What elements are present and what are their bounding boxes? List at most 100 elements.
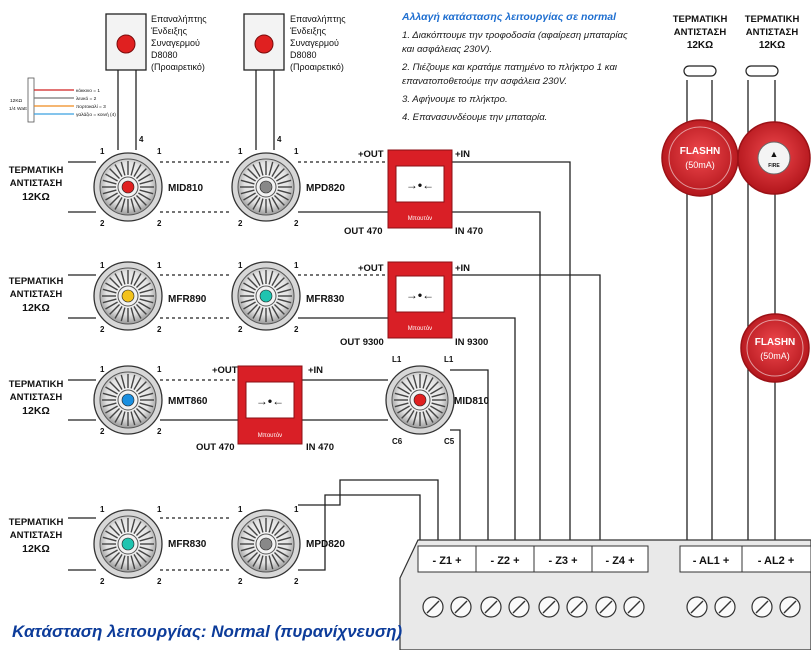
vent-slot — [130, 161, 136, 176]
vent-slot — [138, 530, 151, 539]
terminal-label: +IN — [455, 149, 470, 160]
vent-slot — [133, 164, 142, 177]
vent-slot — [139, 402, 154, 408]
vent-slot — [276, 301, 289, 310]
vent-slot — [258, 555, 264, 570]
vent-slot — [243, 530, 256, 539]
vent-slot — [139, 288, 154, 294]
call-point-2[interactable]: →•← Μπουτόν — [387, 261, 453, 339]
repeater-line: Συναγερμού — [151, 38, 200, 48]
legend-resistor-watt: 1/4 Watt — [9, 106, 27, 112]
arrows-icon: →•← — [406, 288, 434, 302]
vent-slot — [271, 164, 280, 177]
vent-slot — [109, 194, 121, 206]
call-point-1[interactable]: →•← Μπουτόν — [387, 149, 453, 229]
term-line: ΑΝΤΙΣΤΑΣΗ — [10, 178, 63, 189]
screw-slot — [599, 600, 613, 614]
vent-slot — [102, 402, 117, 408]
vent-slot — [130, 198, 136, 213]
terminal-al2: - AL2 + — [758, 555, 795, 567]
sounder-ring — [746, 319, 804, 377]
terminal-label: OUT 9300 — [340, 337, 384, 348]
vent-slot — [109, 525, 121, 537]
vent-slot — [240, 189, 255, 195]
terminal-screw — [422, 596, 444, 618]
vent-slot — [102, 288, 117, 294]
wiring-legend: 12KΩ 1/4 Watt κόκκινο = 1 λευκό = 2 πορτ… — [9, 77, 116, 123]
led-icon — [413, 393, 427, 407]
zone-label-strip — [417, 545, 649, 573]
terminal-z2: - Z2 + — [490, 555, 519, 567]
detector-label: MPD820 — [306, 539, 345, 550]
term-line: ΑΝΤΙΣΤΑΣΗ — [674, 27, 727, 38]
sounder-text: FLASHN — [680, 146, 721, 157]
alarm-label-strip — [679, 545, 811, 573]
repeater-line: D8080 — [151, 50, 178, 60]
detector-head — [385, 365, 455, 435]
vent-slot — [240, 288, 255, 294]
vent-slot — [102, 179, 117, 185]
wire — [452, 317, 516, 540]
detector-label: MFR830 — [168, 539, 207, 550]
call-point-window — [395, 165, 445, 203]
vent-slot — [406, 377, 415, 390]
term-line: ΑΝΤΙΣΤΑΣΗ — [10, 289, 63, 300]
repeater-line: Ένδειξης — [289, 26, 327, 36]
vent-slot — [135, 168, 147, 180]
terminal-screw — [538, 596, 560, 618]
term-value: 12KΩ — [759, 40, 785, 51]
pin-label: 2 — [157, 427, 162, 436]
pin-label: 1 — [294, 505, 299, 514]
pin-label: 2 — [238, 325, 243, 334]
screw-slot — [783, 600, 797, 614]
vent-slot — [277, 546, 292, 552]
detector-label: MMT860 — [168, 396, 208, 407]
vent-slot — [271, 197, 280, 210]
sounder-text: FLASHN — [755, 337, 796, 348]
term-value: 12KΩ — [22, 191, 50, 203]
vent-slot — [412, 374, 418, 389]
vent-slot — [114, 273, 123, 286]
vent-slot — [135, 303, 147, 315]
termination-label-al1: ΤΕΡΜΑΤΙΚΗ ΑΝΤΙΣΤΑΣΗ 12KΩ — [673, 14, 728, 51]
pin-label: 2 — [157, 577, 162, 586]
repeater-line: Ένδειξης — [150, 26, 188, 36]
terminal-label: +OUT — [358, 149, 384, 160]
vent-slot — [105, 282, 118, 291]
vent-slot — [130, 555, 136, 570]
vent-slot — [102, 546, 117, 552]
vent-slot — [277, 298, 292, 304]
vent-slot — [276, 173, 289, 182]
vent-slot — [130, 270, 136, 285]
vent-slot — [258, 307, 264, 322]
screw-slot — [542, 600, 556, 614]
screw-slot — [627, 600, 641, 614]
term-line: ΑΝΤΙΣΤΑΣΗ — [10, 530, 63, 541]
vent-slot — [425, 410, 434, 423]
resistor-icon — [27, 77, 35, 123]
vent-slot — [133, 554, 142, 567]
vent-slot — [268, 270, 274, 285]
pin-label: 2 — [238, 219, 243, 228]
call-point-3[interactable]: →•← Μπουτόν — [237, 365, 303, 445]
vent-slot — [431, 392, 446, 398]
detectors — [93, 152, 455, 579]
wire — [452, 161, 571, 540]
vent-slot — [252, 273, 261, 286]
call-point-caption: Μπουτόν — [408, 325, 432, 332]
sounder-lens — [757, 141, 791, 175]
terminal-label: IN 9300 — [455, 337, 488, 348]
instructions-title: Αλλαγή κατάστασης λειτουργίας σε normal — [401, 11, 617, 23]
vent-slot — [427, 407, 439, 419]
vent-slot — [133, 273, 142, 286]
vent-slot — [401, 407, 413, 419]
call-point-window — [395, 275, 445, 313]
terminal-label: OUT 470 — [196, 442, 235, 453]
termination-label-al2: ΤΕΡΜΑΤΙΚΗ ΑΝΤΙΣΤΑΣΗ 12KΩ — [745, 14, 800, 51]
resistor-icon — [683, 65, 717, 77]
terminal-label: C6 — [392, 437, 403, 446]
termination-label-row-2: ΤΕΡΜΑΤΙΚΗ ΑΝΤΙΣΤΑΣΗ 12KΩ — [9, 276, 64, 314]
vent-slot — [422, 411, 428, 426]
termination-label-row-3: ΤΕΡΜΑΤΙΚΗ ΑΝΤΙΣΤΑΣΗ 12KΩ — [9, 379, 64, 417]
